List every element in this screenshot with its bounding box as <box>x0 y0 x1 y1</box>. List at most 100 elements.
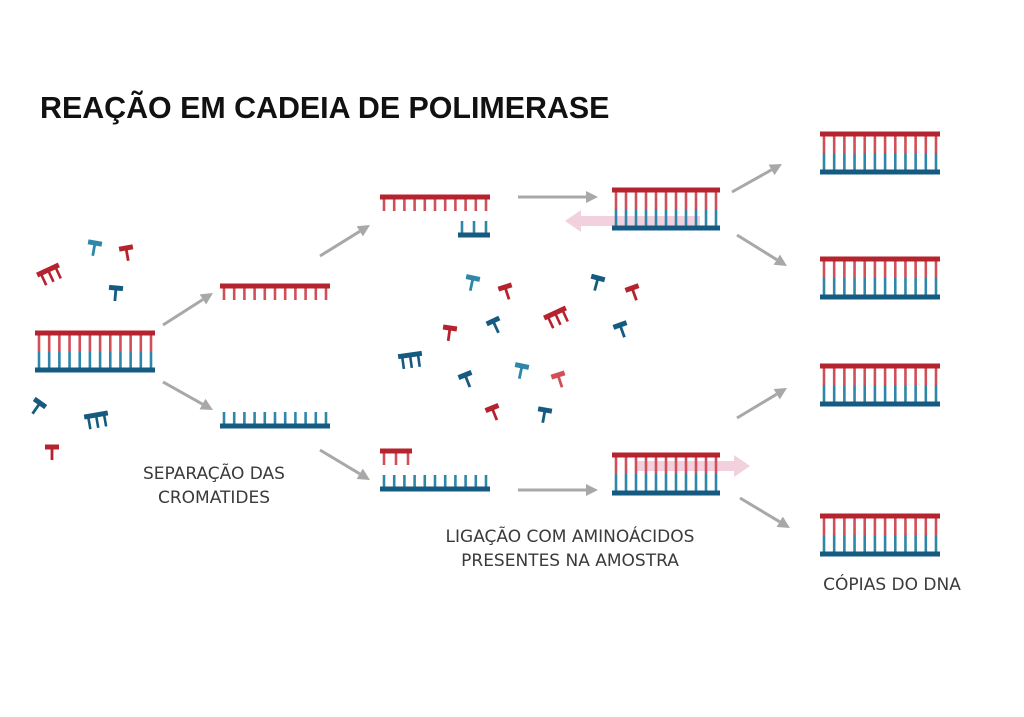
free-primer-blue-mid <box>397 350 423 370</box>
free-nucleotide <box>118 244 134 262</box>
annealing-red-primer <box>380 448 412 465</box>
arrow-head <box>356 225 370 237</box>
arrow-to-copy-1 <box>731 164 782 194</box>
arrow-to-extension-top <box>518 191 598 203</box>
fragment-tooth <box>54 266 62 279</box>
free-nucleotides-layer <box>31 239 640 460</box>
fragment-tooth <box>400 355 406 370</box>
nucleotide-stem <box>618 324 626 338</box>
arrow-to-annealing-bottom <box>319 448 370 480</box>
arrow-shaft <box>736 233 778 261</box>
nucleotide-stem <box>446 327 452 342</box>
fragment-tooth <box>39 272 48 286</box>
nucleotide-stem <box>556 374 564 388</box>
arrow-to-copy-2 <box>736 233 787 266</box>
strand-backbone <box>220 423 330 429</box>
arrow-shaft <box>319 230 361 258</box>
nucleotide-cap <box>514 362 530 370</box>
nucleotide-stem <box>468 277 475 292</box>
arrow-to-annealing-top <box>319 225 370 258</box>
arrow-head <box>773 388 787 400</box>
annealing-blue-template <box>380 475 490 492</box>
dna-copy-3 <box>820 363 940 407</box>
free-nucleotide <box>45 444 59 460</box>
arrow-head <box>776 516 790 528</box>
annealing-blue-primer <box>458 221 490 238</box>
ligation-caption-line1: LIGAÇÃO COM AMINOÁCIDOS <box>445 527 695 547</box>
free-nucleotide <box>457 370 473 388</box>
nucleotide-stem <box>124 247 130 262</box>
blue-strand-backbone <box>820 551 940 557</box>
dna-copy-2 <box>820 256 940 300</box>
arrow-shaft <box>731 168 773 194</box>
free-nucleotide <box>484 403 500 421</box>
separation-caption-line1: SEPARAÇÃO DAS <box>143 464 285 484</box>
strand-backbone <box>380 448 412 454</box>
polymerase-arrow-bottom <box>635 455 750 477</box>
nucleotide-stem <box>490 407 499 421</box>
arrow-head <box>356 468 370 480</box>
dna-copy-1 <box>820 131 940 175</box>
arrow-to-copy-4 <box>739 496 790 528</box>
nucleotide-stem <box>113 287 118 302</box>
arrows-layer <box>162 164 790 528</box>
arrow-shaft <box>162 380 204 406</box>
blue-strand-backbone <box>820 401 940 407</box>
free-nucleotide <box>612 320 628 338</box>
dna-layer <box>35 131 940 557</box>
red-strand-backbone <box>820 513 940 519</box>
arrow-shaft <box>162 298 204 327</box>
nucleotide-stem <box>491 320 500 334</box>
blue-strand-backbone <box>612 225 720 231</box>
arrow-head <box>586 191 598 203</box>
strand-backbone <box>380 486 490 492</box>
nucleotide-stem <box>630 287 638 301</box>
free-nucleotide <box>590 273 606 291</box>
fragment-tooth <box>46 269 55 283</box>
arrow-head <box>768 164 782 176</box>
strand-backbone <box>220 283 330 289</box>
ligation-caption: LIGAÇÃO COM AMINOÁCIDOS PRESENTES NA AMO… <box>430 525 710 573</box>
extension-dna-top <box>612 187 720 231</box>
blue-strand-backbone <box>820 294 940 300</box>
nucleotide-stem <box>503 286 511 300</box>
fragment-tooth <box>408 354 414 369</box>
nucleotide-stem <box>463 374 472 388</box>
free-nucleotide <box>497 282 513 300</box>
arrow-to-extension-bottom <box>518 484 598 496</box>
red-strand-backbone <box>612 452 720 458</box>
polymerase-arrow <box>635 455 750 477</box>
fragment-tooth <box>94 414 100 429</box>
red-strand-backbone <box>612 187 720 193</box>
red-strand-backbone <box>820 131 940 137</box>
dna-copy-4 <box>820 513 940 557</box>
diagram-title: REAÇÃO EM CADEIA DE POLIMERASE <box>40 90 610 125</box>
free-nucleotide <box>624 283 640 301</box>
arrow-shaft <box>739 496 781 524</box>
arrow-head <box>199 293 213 305</box>
annealing-red-template <box>380 194 490 211</box>
strand-backbone <box>458 232 490 238</box>
free-nucleotide <box>87 239 103 257</box>
arrow-shaft <box>319 448 361 476</box>
free-nucleotide <box>550 370 566 388</box>
arrow-to-blue-strand <box>162 380 213 410</box>
free-nucleotide <box>108 284 124 302</box>
fragment-backbone <box>397 350 423 360</box>
arrow-to-copy-3 <box>736 388 787 420</box>
nucleotide-stem <box>517 365 524 380</box>
blue-strand-backbone <box>612 490 720 496</box>
nucleotide-cap <box>550 370 566 380</box>
original-dna <box>35 330 155 373</box>
arrow-head <box>773 254 787 266</box>
free-nucleotide <box>537 406 553 424</box>
arrow-to-red-strand <box>162 293 213 327</box>
free-nucleotide <box>465 274 481 292</box>
fragment-tooth <box>416 353 422 367</box>
arrow-head <box>586 484 598 496</box>
fragment-tooth <box>561 309 569 322</box>
polymerase-arrow-top <box>565 210 700 232</box>
strand-backbone <box>380 194 490 200</box>
